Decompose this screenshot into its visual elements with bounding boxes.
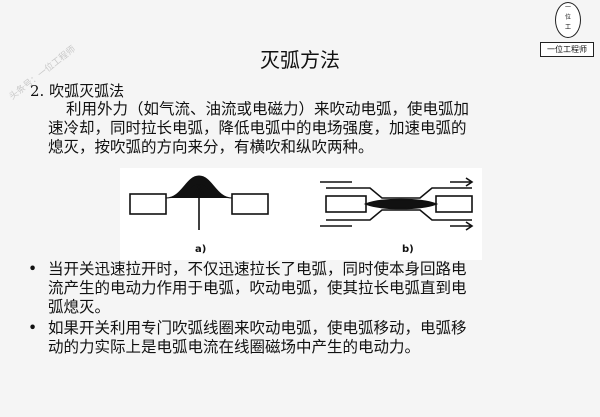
slide-title: 灭弧方法	[260, 48, 340, 72]
section-heading: 2. 吹弧灭弧法	[30, 82, 125, 100]
contact-right-a	[231, 193, 269, 215]
logo-circle-top: 一	[564, 4, 571, 11]
figure-a-diagram	[129, 175, 269, 230]
paragraph-line-2: 速冷却，同时拉长电弧，降低电弧中的电场强度，加速电弧的	[48, 119, 467, 137]
figure-b-label: b)	[402, 244, 414, 255]
logo-box-text: 一位工程师	[540, 42, 594, 57]
intro-paragraph: 利用外力（如气流、油流或电磁力）来吹动电弧，使电弧加 速冷却，同时拉长电弧，降低…	[48, 100, 578, 157]
nozzle-top-b	[326, 187, 472, 199]
bullet-item-2: • 如果开关利用专门吹弧线圈来吹动电弧，使电弧移动，电弧移 动的力实际上是电弧电…	[22, 319, 582, 357]
bullet-marker: •	[28, 260, 38, 278]
figure-drawing	[129, 175, 474, 231]
logo-circle-bottom: 工	[564, 24, 571, 31]
bullet-2-line-1: 如果开关利用专门吹弧线圈来吹动电弧，使电弧移动，电弧移	[48, 319, 467, 337]
arc-blowing-figure: a) b)	[120, 168, 482, 260]
bullet-marker: •	[28, 319, 38, 337]
logo: 一 位 工 一位工程师	[540, 2, 594, 58]
contact-right-b	[435, 195, 473, 213]
bullet-2-line-2: 动的力实际上是电弧电流在线圈磁场中产生的电动力。	[48, 338, 421, 356]
bullet-1-line-3: 弧熄灭。	[48, 298, 111, 316]
flow-arrow-bottom-b	[450, 221, 474, 231]
blow-arrowhead-a	[194, 184, 204, 195]
flow-arrow-top-b	[450, 177, 474, 187]
arc-b	[363, 198, 439, 210]
contact-left-a	[129, 193, 167, 215]
paragraph-line-1: 利用外力（如气流、油流或电磁力）来吹动电弧，使电弧加	[66, 100, 470, 118]
bullet-item-1: • 当开关迅速拉开时，不仅迅速拉长了电弧，同时使本身回路电 流产生的电动力作用于…	[22, 260, 582, 317]
nozzle-bottom-b	[326, 209, 472, 221]
bullet-1-line-1: 当开关迅速拉开时，不仅迅速拉长了电弧，同时使本身回路电	[48, 260, 467, 278]
bullet-list: • 当开关迅速拉开时，不仅迅速拉长了电弧，同时使本身回路电 流产生的电动力作用于…	[22, 260, 582, 359]
figure-a-label: a)	[195, 244, 207, 255]
contact-left-b	[325, 195, 367, 213]
bullet-1-line-2: 流产生的电动力作用于电弧，吹动电弧，使其拉长电弧直到电	[48, 279, 467, 297]
paragraph-line-3: 熄灭，按吹弧的方向来分，有横吹和纵吹两种。	[48, 138, 374, 156]
logo-circle: 一 位 工	[555, 2, 581, 38]
figure-b-diagram	[320, 177, 474, 231]
logo-circle-mid: 位	[564, 14, 571, 21]
